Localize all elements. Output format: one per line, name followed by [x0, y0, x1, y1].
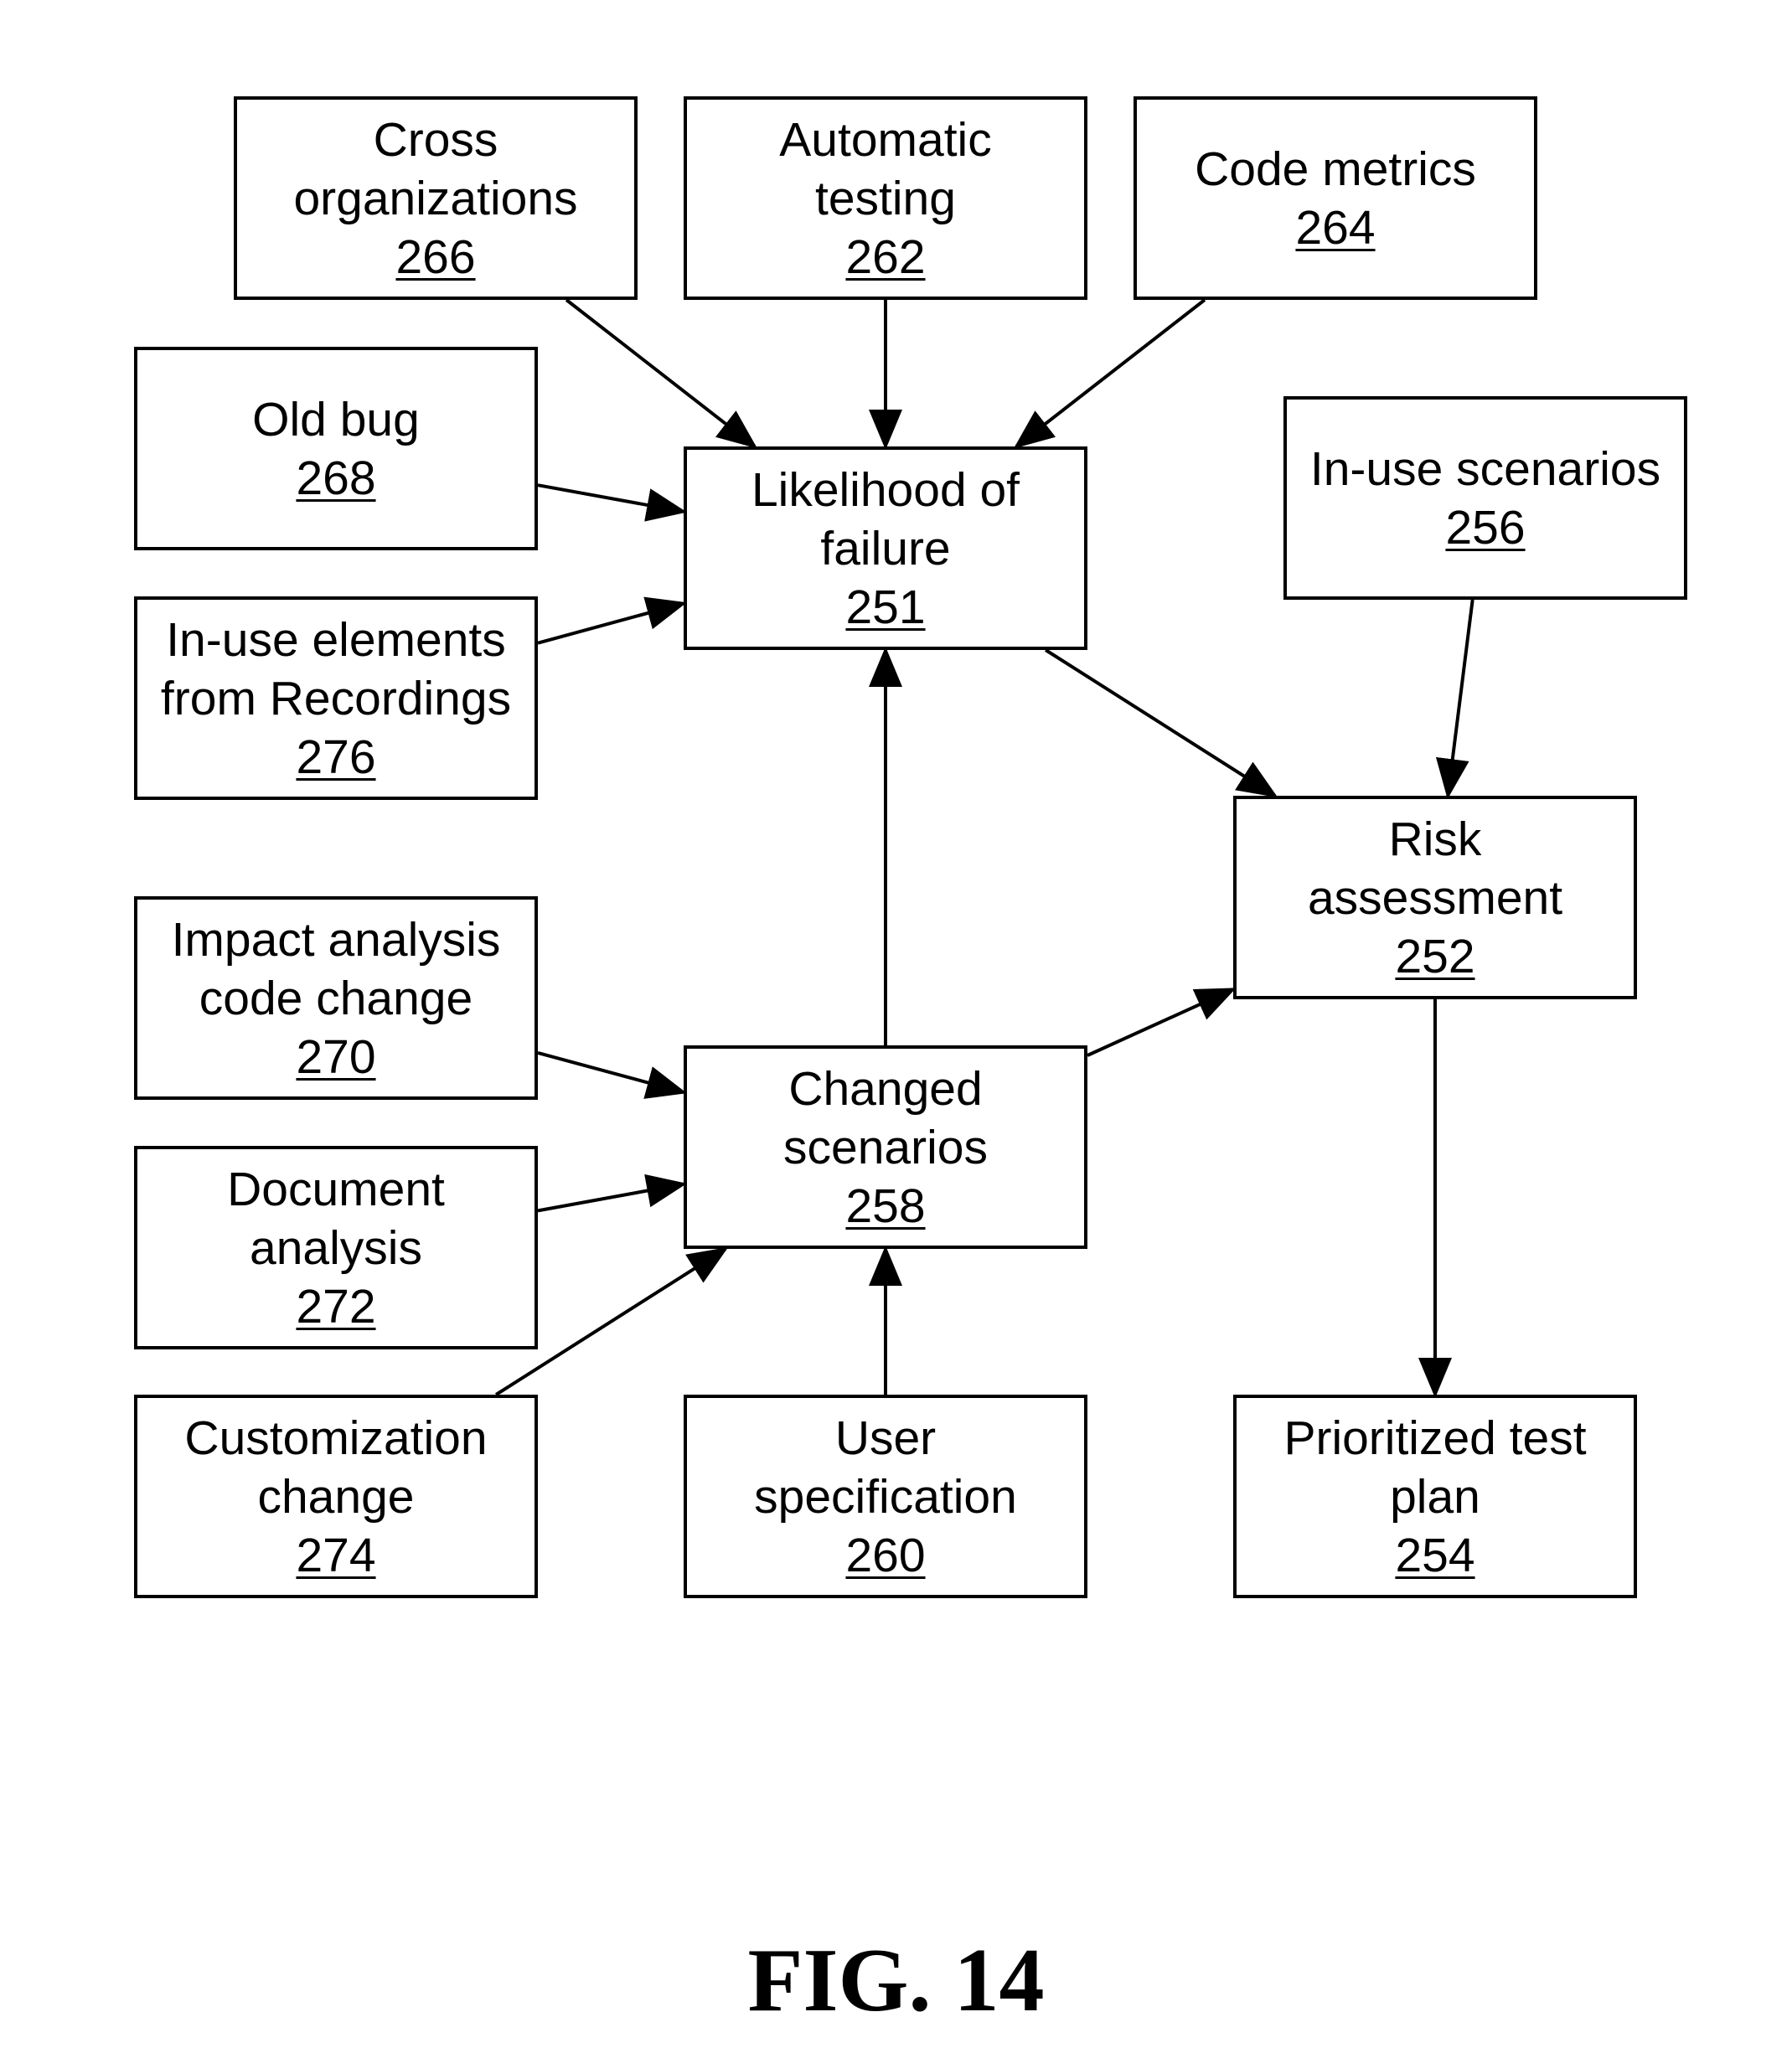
- node-label-line: User: [835, 1409, 936, 1468]
- node-label-line: plan: [1390, 1468, 1480, 1526]
- node-label-line: testing: [815, 169, 956, 228]
- node-label-line: Old bug: [252, 390, 420, 449]
- node-label-line: specification: [754, 1468, 1017, 1526]
- node-in-use-elements: In-use elements from Recordings 276: [134, 596, 538, 800]
- node-label-line: from Recordings: [161, 669, 511, 728]
- node-likelihood-of-failure: Likelihood of failure 251: [684, 446, 1087, 650]
- node-ref-number: 254: [1395, 1526, 1474, 1585]
- node-label-line: Impact analysis: [172, 911, 501, 969]
- node-label-line: Document: [227, 1160, 445, 1219]
- node-ref-number: 260: [845, 1526, 925, 1585]
- node-changed-scenarios: Changed scenarios 258: [684, 1045, 1087, 1249]
- node-label-line: Risk: [1389, 810, 1482, 869]
- node-label-line: Automatic: [779, 111, 991, 169]
- node-label-line: Likelihood of: [751, 461, 1020, 519]
- node-label-line: Customization: [184, 1409, 487, 1468]
- node-label-line: analysis: [250, 1219, 422, 1277]
- node-label-line: Cross: [374, 111, 498, 169]
- node-user-specification: User specification 260: [684, 1395, 1087, 1598]
- node-label-line: code change: [199, 969, 473, 1028]
- node-label-line: Changed: [788, 1060, 982, 1118]
- node-ref-number: 272: [296, 1277, 375, 1336]
- node-impact-analysis: Impact analysis code change 270: [134, 896, 538, 1100]
- edge-arrow-code-metrics-to-likelihood-of-failure: [1016, 300, 1205, 446]
- node-old-bug: Old bug 268: [134, 347, 538, 550]
- edge-arrow-impact-analysis-to-changed-scenarios: [538, 1053, 684, 1092]
- edge-arrow-likelihood-of-failure-to-risk-assessment: [1046, 650, 1275, 796]
- edge-arrow-document-analysis-to-changed-scenarios: [538, 1184, 684, 1211]
- node-ref-number: 270: [296, 1028, 375, 1086]
- node-ref-number: 251: [845, 578, 925, 637]
- node-customization-change: Customization change 274: [134, 1395, 538, 1598]
- node-ref-number: 258: [845, 1177, 925, 1236]
- node-label-line: organizations: [293, 169, 577, 228]
- node-label-line: failure: [820, 519, 950, 578]
- node-ref-number: 268: [296, 449, 375, 508]
- node-prioritized-test-plan: Prioritized test plan 254: [1233, 1395, 1637, 1598]
- edge-arrow-cross-organizations-to-likelihood-of-failure: [566, 300, 755, 446]
- node-label-line: Prioritized test: [1283, 1409, 1586, 1468]
- edge-arrow-changed-scenarios-to-risk-assessment: [1087, 989, 1233, 1055]
- node-in-use-scenarios: In-use scenarios 256: [1283, 396, 1687, 600]
- node-cross-organizations: Cross organizations 266: [234, 96, 638, 300]
- node-code-metrics: Code metrics 264: [1134, 96, 1537, 300]
- edge-arrow-in-use-elements-to-likelihood-of-failure: [538, 603, 684, 642]
- node-automatic-testing: Automatic testing 262: [684, 96, 1087, 300]
- node-ref-number: 252: [1395, 927, 1474, 986]
- figure-label: FIG. 14: [0, 1927, 1792, 2035]
- edge-arrow-in-use-scenarios-to-risk-assessment: [1448, 600, 1472, 796]
- edge-arrow-old-bug-to-likelihood-of-failure: [538, 485, 684, 512]
- node-risk-assessment: Risk assessment 252: [1233, 796, 1637, 999]
- node-ref-number: 276: [296, 728, 375, 787]
- node-label-line: In-use scenarios: [1310, 440, 1660, 498]
- node-ref-number: 264: [1295, 199, 1375, 257]
- node-label-line: assessment: [1308, 869, 1562, 927]
- node-ref-number: 256: [1445, 498, 1525, 557]
- node-label-line: scenarios: [783, 1118, 988, 1177]
- node-label-line: In-use elements: [166, 611, 506, 669]
- node-label-line: change: [257, 1468, 414, 1526]
- node-label-line: Code metrics: [1195, 140, 1476, 199]
- node-ref-number: 262: [845, 228, 925, 286]
- node-ref-number: 266: [395, 228, 475, 286]
- node-document-analysis: Document analysis 272: [134, 1146, 538, 1349]
- node-ref-number: 274: [296, 1526, 375, 1585]
